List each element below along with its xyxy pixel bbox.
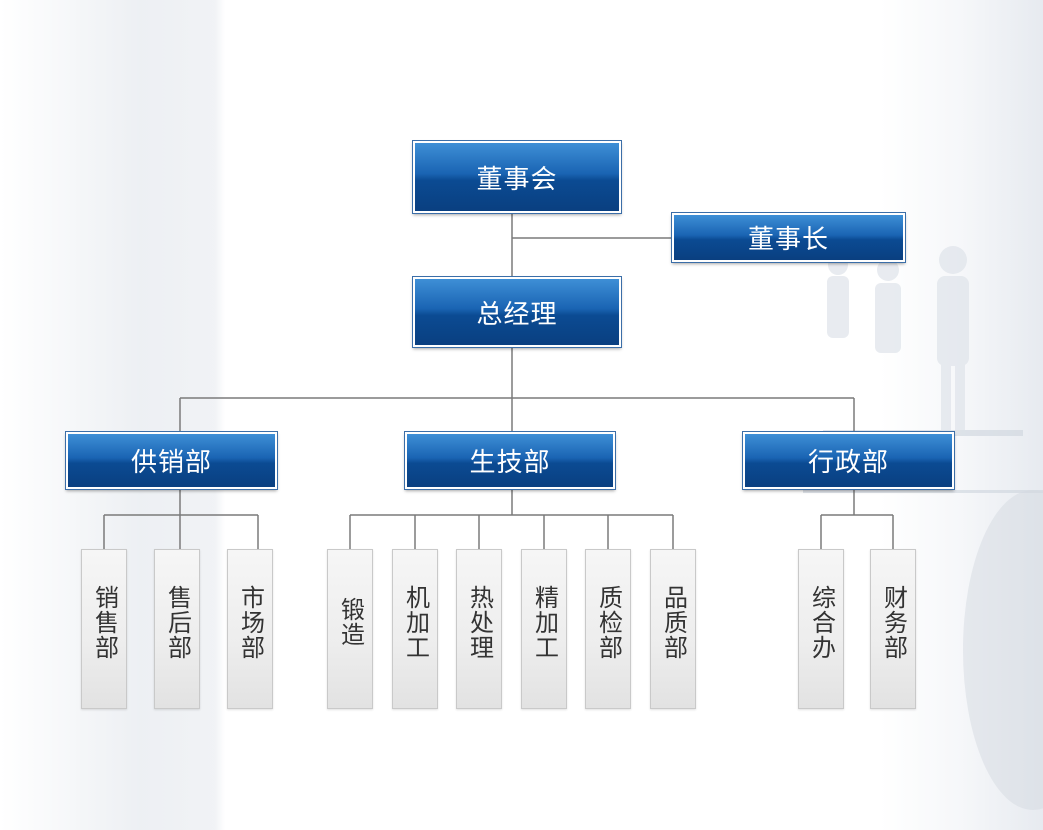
unit-label: 锻造 — [336, 597, 365, 647]
department-supply-sales-box: 供销部 — [65, 431, 278, 490]
unit-sales: 销售部 — [81, 549, 127, 709]
unit-label: 综合办 — [807, 584, 836, 660]
general-manager-box: 总经理 — [412, 276, 622, 348]
unit-finance: 财务部 — [870, 549, 916, 709]
unit-label: 精加工 — [530, 584, 559, 660]
unit-label: 财务部 — [879, 584, 908, 660]
department-admin-box: 行政部 — [742, 431, 955, 490]
unit-quality: 品质部 — [650, 549, 696, 709]
board-box: 董事会 — [412, 140, 622, 214]
unit-label: 质检部 — [594, 584, 623, 660]
unit-after-sales: 售后部 — [154, 549, 200, 709]
unit-general-office: 综合办 — [798, 549, 844, 709]
unit-label: 品质部 — [659, 584, 688, 660]
unit-marketing: 市场部 — [227, 549, 273, 709]
unit-inspection: 质检部 — [585, 549, 631, 709]
unit-label: 市场部 — [236, 584, 265, 660]
unit-heat-treatment: 热处理 — [456, 549, 502, 709]
chairman-box: 董事长 — [671, 212, 906, 263]
unit-forging: 锻造 — [327, 549, 373, 709]
unit-finishing: 精加工 — [521, 549, 567, 709]
unit-machining: 机加工 — [392, 549, 438, 709]
unit-label: 机加工 — [401, 584, 430, 660]
unit-label: 销售部 — [90, 584, 119, 660]
unit-label: 售后部 — [163, 584, 192, 660]
unit-label: 热处理 — [465, 584, 494, 660]
department-production-tech-box: 生技部 — [404, 431, 616, 490]
